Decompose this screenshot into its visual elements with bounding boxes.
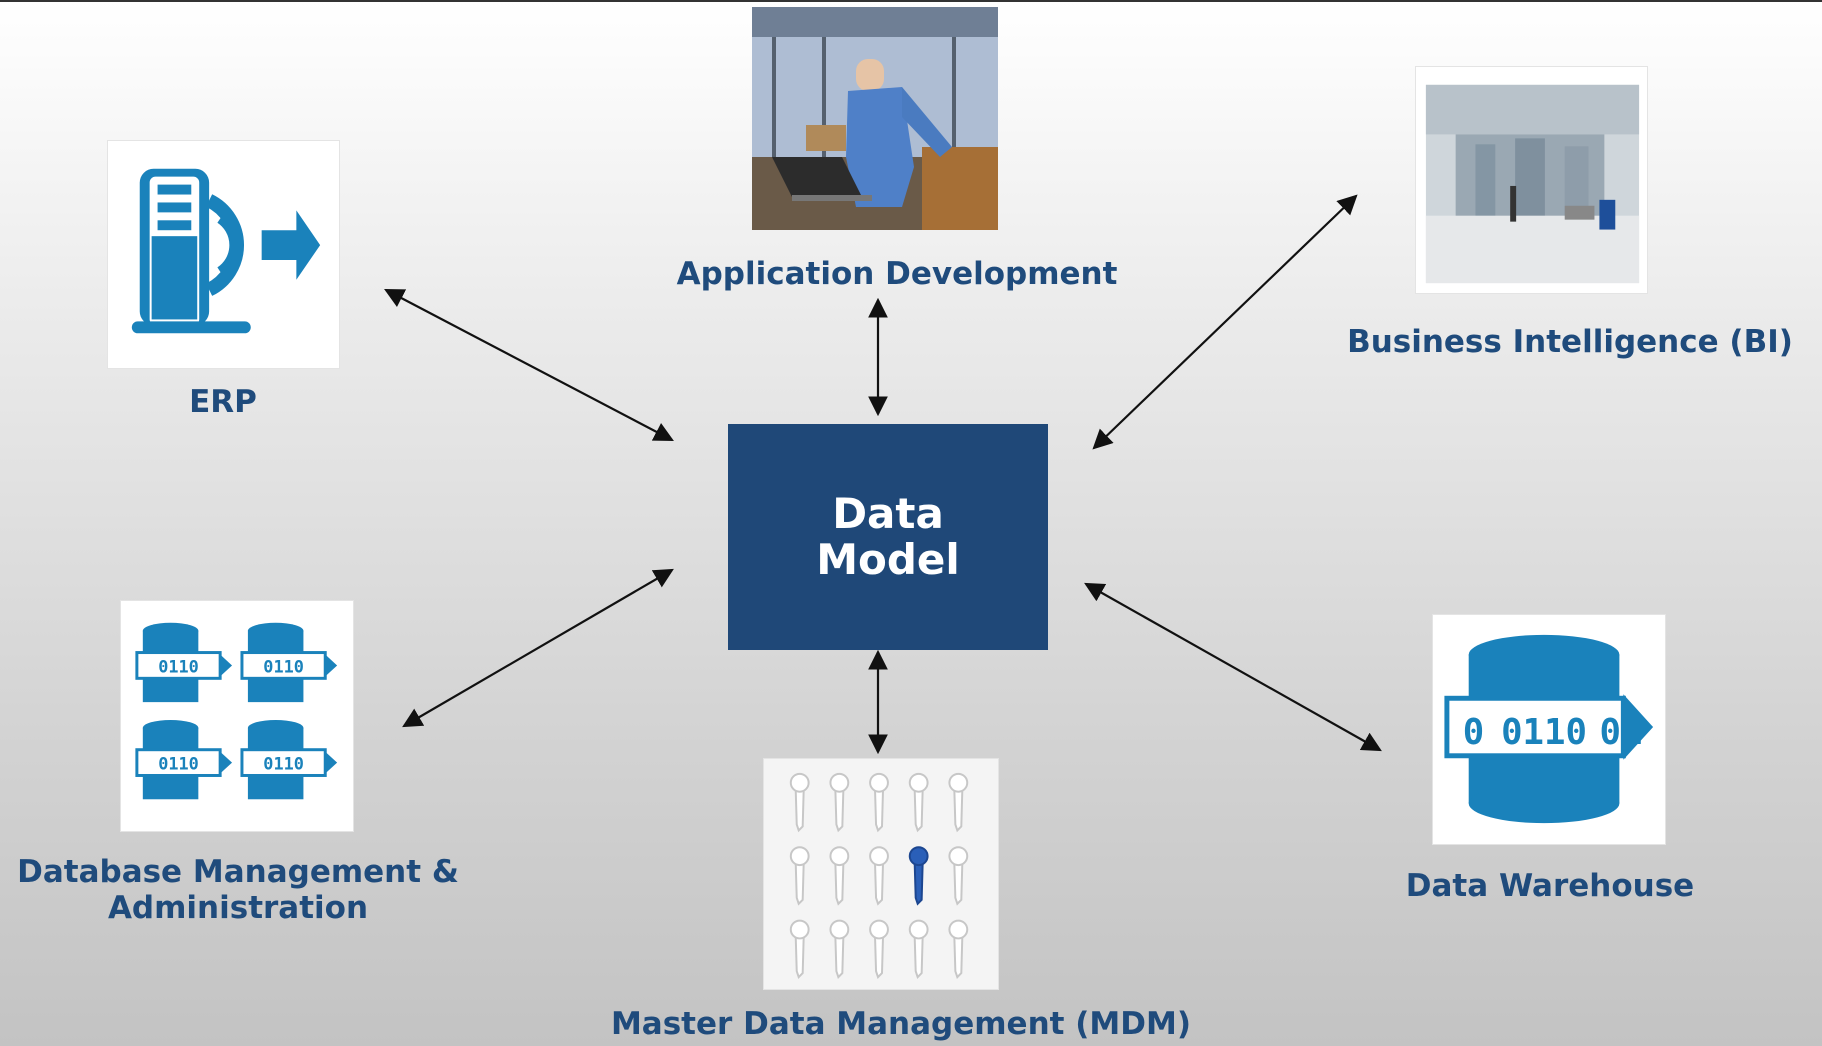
key-icon [908,772,929,833]
svg-text:0110: 0110 [263,656,304,676]
svg-text:0110: 0110 [263,754,304,774]
key-icon [908,919,929,979]
svg-text:0110: 0110 [1501,712,1587,753]
label-dw: Data Warehouse [1405,868,1695,904]
top-border [0,0,1822,2]
label-dbma-line2: Administration [107,890,369,926]
center-line2: Model [816,535,960,584]
key-icon [829,772,850,833]
database-binary-icon: 0 0110 01 [1432,614,1666,845]
svg-text:0110: 0110 [158,656,199,676]
database-grid-icon: 0110 0110 0110 0110 [120,600,354,832]
key-icon [829,919,850,979]
label-dbma: Database Management & Administration [8,854,468,926]
center-line1: Data [832,489,944,538]
server-broadcast-icon [107,140,340,369]
arrow-bi [1092,194,1358,450]
svg-text:01: 01 [1600,712,1643,753]
key-icon [869,846,889,906]
svg-text:0110: 0110 [158,754,199,774]
label-dbma-line1: Database Management & [17,854,459,890]
arrow-dbma [402,568,674,728]
data-model-box: Data Model [728,424,1048,650]
key-icon [869,772,889,833]
label-erp: ERP [189,384,257,420]
key-icon [948,772,969,833]
arrow-dw [1084,582,1382,752]
svg-text:0: 0 [1463,712,1484,753]
highlighted-key-icon [908,846,929,906]
label-mdm: Master Data Management (MDM) [610,1006,1192,1042]
person-laptop-photo [752,7,998,230]
key-icon [948,919,969,979]
keys-grid-icon [763,758,999,990]
key-icon [789,919,810,979]
key-icon [789,772,810,833]
arrow-erp [384,288,674,442]
key-icon [869,919,889,979]
label-bi: Business Intelligence (BI) [1347,324,1793,360]
key-icon [829,846,850,906]
key-icon [789,846,810,906]
office-room-photo [1415,66,1648,294]
label-app-dev: Application Development [676,256,1118,292]
key-icon [948,846,969,906]
